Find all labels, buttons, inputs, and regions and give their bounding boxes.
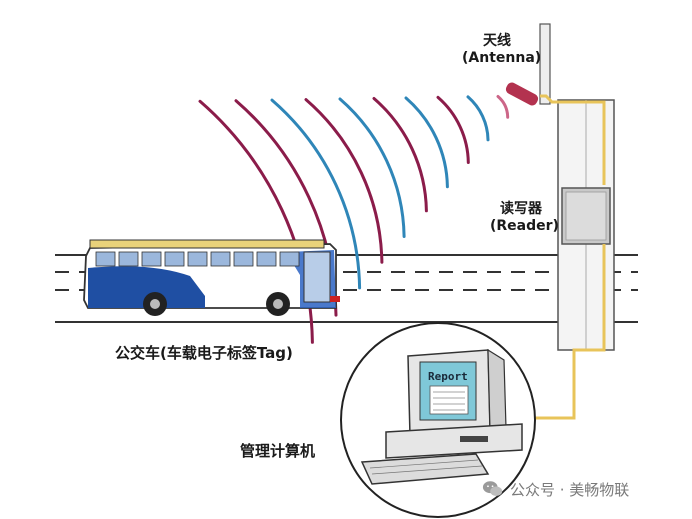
computer-vignette — [340, 322, 536, 518]
wave-arc — [372, 97, 428, 213]
bus-label: 公交车(车载电子标签Tag) — [115, 344, 293, 362]
bus-window — [95, 251, 116, 267]
bus-window — [233, 251, 254, 267]
computer-label: 管理计算机 — [240, 442, 316, 460]
antenna-label-cn: 天线 — [483, 33, 511, 49]
bus-window — [164, 251, 185, 267]
bus — [83, 239, 340, 316]
bus-window — [279, 251, 300, 267]
bus-window — [210, 251, 231, 267]
wave-arc — [436, 95, 470, 164]
wechat-icon — [482, 481, 503, 497]
reader-device — [561, 187, 611, 245]
bus-window — [118, 251, 139, 267]
bus-window — [256, 251, 277, 267]
wave-arc — [496, 95, 510, 119]
wave-arc — [338, 97, 406, 238]
wave-arc — [466, 95, 490, 142]
wave-arc — [270, 98, 362, 290]
reader-label-en: (Reader) — [490, 218, 559, 234]
watermark: 公众号 · 美畅物联 — [482, 478, 629, 500]
bus-window — [187, 251, 208, 267]
screen-report-text: Report — [428, 370, 468, 383]
bus-window — [141, 251, 162, 267]
wave-arc — [304, 98, 384, 264]
cable — [518, 100, 606, 420]
antenna — [505, 82, 560, 106]
reader-label-cn: 读写器 — [500, 201, 542, 217]
watermark-text: 公众号 · 美畅物联 — [510, 480, 630, 499]
wave-arc — [404, 96, 449, 189]
antenna-label-en: (Antenna) — [462, 50, 542, 66]
